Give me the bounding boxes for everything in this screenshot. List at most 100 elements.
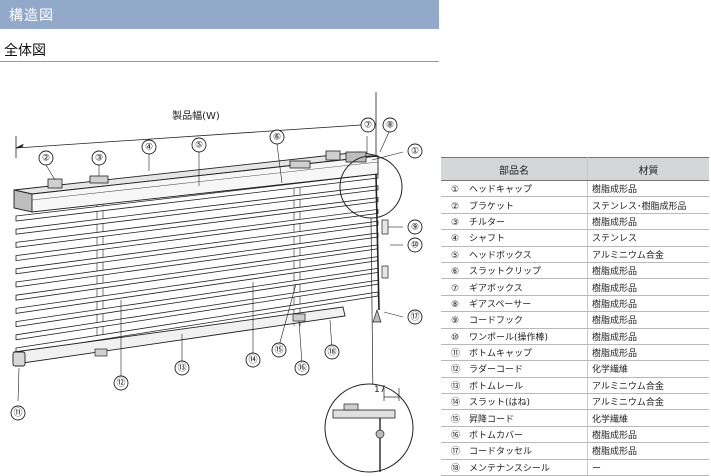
part-number: ③ [451,217,460,228]
header-material: 材質 [587,157,709,181]
part-name: ボトムレール [469,381,524,392]
callout-number: ⑩ [411,241,419,251]
wand-pole [372,173,389,323]
callout-13: ⑬ [174,360,190,376]
callout-number: ⑦ [364,121,372,131]
callout-number: ⑯ [297,363,306,374]
part-name-cell: ② ブラケット [441,196,588,214]
material-cell: 樹脂成形品 [587,278,709,296]
bracket-right [325,150,341,161]
part-name: シャフト [469,234,506,245]
material-cell: 化学繊維 [587,360,709,378]
part-number: ② [451,201,460,212]
head-box [13,150,379,213]
callout-number: ⑬ [177,363,186,374]
bottom-cover-left [94,348,108,357]
callout-16: ⑯ [294,360,310,376]
part-number: ⑤ [451,250,460,261]
callout-number: ⑫ [116,378,125,389]
callout-number: ② [42,154,50,164]
part-name-cell: ⑨ コードフック [441,311,588,329]
material-cell: アルミニウム合金 [587,246,709,263]
callout-number: ⑥ [273,133,281,143]
callout-1: ① [407,143,423,159]
callout-number: ⑧ [386,121,394,131]
part-name: スラット(はね) [469,398,531,409]
callout-number: ⑭ [248,355,257,366]
callout-10: ⑩ [407,237,423,253]
callout-4: ④ [141,139,157,155]
part-name: ギアスペーサー [469,299,532,310]
material-cell: 樹脂成形品 [587,328,709,345]
slat [15,185,379,235]
dimension-line [15,123,377,149]
material-cell: 化学繊維 [587,409,709,427]
callout-6: ⑥ [269,129,285,145]
bracket-left [47,178,63,189]
header-part-name: 部品名 [441,157,588,181]
part-name: スラットクリップ [469,267,542,278]
sub-heading: 全体図 [4,43,46,59]
table-row: ② ブラケット ステンレス･樹脂成形品 [441,196,709,214]
part-name: コードフック [469,316,524,327]
part-number: ④ [451,234,460,245]
material-cell: 樹脂成形品 [587,295,709,313]
callout-number: ⑰ [410,312,419,323]
callout-3: ③ [91,150,107,166]
callout-5: ⑤ [191,137,207,153]
callout-number: ③ [95,154,103,164]
part-number: ⑦ [451,283,460,294]
dimension-arrow-left [15,143,24,149]
width-label: 製品幅(W) [172,109,220,122]
material-cell: 樹脂成形品 [587,262,709,280]
part-number: ⑨ [451,316,460,327]
slat [15,220,379,275]
callout-number: ① [411,147,419,157]
material-cell: ー [587,459,709,476]
cord-hook [381,219,389,235]
callout-2: ② [38,150,54,166]
material-cell: 樹脂成形品 [587,311,709,329]
part-name-cell: ⑰ コードタッセル [441,442,588,460]
part-number: ① [451,185,460,196]
part-number: ⑰ [451,447,461,458]
part-name: ブラケット [469,201,515,212]
bottom-rail [12,306,346,367]
part-name: コードタッセル [469,447,533,458]
slat [15,208,379,262]
material-cell: ステンレス･樹脂成形品 [587,196,709,214]
slat [15,173,379,222]
part-number: ⑮ [451,414,461,425]
sub-heading-rule [0,61,439,62]
part-number: ⑬ [451,381,461,392]
inset-detail: 17 [324,383,414,473]
slats [15,173,379,354]
slat-clip [289,160,311,169]
part-name: ワンポール(操作棒) [469,332,549,343]
callout-number: ④ [145,143,153,153]
material-cell: 樹脂成形品 [587,180,709,198]
part-name: メンテナンスシール [469,463,550,474]
